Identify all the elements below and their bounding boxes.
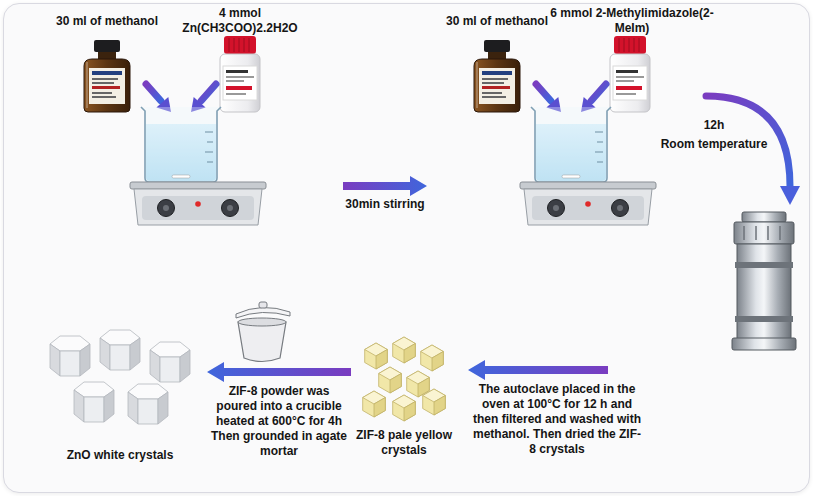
process-arrow	[468, 360, 608, 380]
step-condition: Room temperature	[652, 137, 776, 152]
reagent-label: 30 ml of methanol	[432, 14, 562, 29]
autoclave	[735, 316, 793, 322]
zno-crystals	[74, 382, 114, 422]
process-stage: 30 ml of methanol4 mmol Zn(CH3COO)2.2H2O	[30, 2, 340, 230]
process-arrow	[207, 362, 351, 382]
crucible	[236, 302, 290, 362]
zif8-crystals	[407, 371, 430, 397]
stirring-setup	[84, 36, 266, 225]
zif8-crystals	[365, 343, 388, 369]
zif8-crystals	[393, 395, 416, 421]
product-caption: ZIF-8 pale yellow crystals	[354, 428, 454, 458]
product-caption: ZnO white crystals	[45, 448, 195, 463]
zif8-crystals	[423, 389, 446, 415]
zno-crystals	[50, 330, 190, 424]
autoclave	[744, 226, 780, 240]
zno-crystals	[150, 342, 190, 382]
autoclave	[732, 212, 796, 350]
step-condition: 12h	[684, 118, 744, 133]
zif8-crystals	[379, 367, 402, 393]
step-note: The autoclave placed in the oven at 100°…	[471, 382, 643, 457]
autoclave	[734, 222, 794, 244]
reagent-label: 30 ml of methanol	[42, 14, 172, 29]
zif8-crystals	[393, 337, 416, 363]
crucible	[238, 318, 286, 326]
crucible	[259, 302, 267, 308]
process-stage: 30 ml of methanol6 mmol 2-Methylimidazol…	[430, 2, 720, 230]
crucible	[236, 307, 290, 318]
reagent-label: 6 mmol 2-Methylimidazole(2-MeIm)	[542, 6, 722, 36]
autoclave	[735, 262, 793, 268]
edge-label: ZIF-8 powder was poured into a crucible …	[207, 384, 351, 459]
edge-label: 30min stirring	[345, 197, 424, 212]
zno-crystals	[50, 336, 90, 376]
autoclave	[737, 244, 791, 340]
crucible	[238, 322, 286, 362]
zno-crystals	[100, 330, 140, 370]
process-arrow	[343, 176, 427, 196]
zif8-crystals	[421, 345, 444, 371]
process-arrow	[468, 360, 608, 380]
process-stage: ZnO white crystals	[44, 330, 204, 472]
curved-arrow	[780, 186, 800, 205]
zif8-crystals	[363, 391, 386, 417]
zif8-crystals	[363, 337, 446, 421]
stirring-setup	[474, 36, 656, 225]
autoclave	[742, 212, 786, 222]
reagent-label: 4 mmol Zn(CH3COO)2.2H2O	[170, 6, 310, 36]
zno-crystals	[128, 384, 168, 424]
process-stage: ZIF-8 pale yellow crystals	[354, 338, 454, 466]
autoclave	[732, 338, 796, 350]
